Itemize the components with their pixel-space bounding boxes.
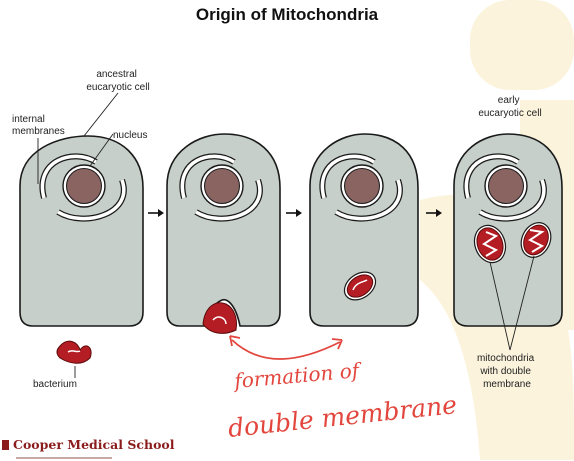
engulfed-cell (309, 133, 419, 327)
mitochondrion (473, 224, 507, 264)
bacterium (56, 340, 92, 364)
label-nucleus: nucleus (113, 130, 147, 141)
nucleus (344, 168, 380, 204)
arrow-1 (148, 209, 164, 217)
label-early-cell: early eucaryotic cell (478, 95, 541, 119)
nucleus (488, 168, 524, 204)
handwritten-line-1: formation of (231, 358, 363, 393)
label-bacterium: bacterium (33, 379, 77, 390)
handwritten-line-2: double membrane (227, 390, 459, 443)
cell-body (309, 133, 419, 327)
page-title: Origin of Mitochondria (195, 5, 379, 24)
cell-body (453, 133, 563, 327)
label-ancestral: ancestral eucaryotic cell (86, 69, 149, 93)
bacterium-entering (202, 302, 237, 334)
leader-lines (37, 92, 535, 378)
double-arrow (231, 339, 341, 360)
nucleus (204, 168, 240, 204)
logo-mark (2, 440, 9, 450)
nucleus (66, 168, 102, 204)
logo-subline (16, 453, 136, 461)
label-mitochondria: mitochondria with double membrane (477, 353, 537, 390)
label-internal-membranes: internal membranes (12, 114, 65, 137)
logo-cooper-medical-school: Cooper Medical School (2, 437, 175, 452)
arrow-2 (286, 209, 302, 217)
early-cell (453, 133, 563, 327)
cell-body (166, 133, 281, 327)
cell-body (19, 135, 144, 327)
arrow-3 (426, 209, 442, 217)
handwritten-annotation: formation of double membrane (227, 335, 459, 443)
engulfing-cell (166, 133, 281, 334)
mitochondrion (520, 222, 552, 258)
ancestral-cell (19, 135, 144, 327)
